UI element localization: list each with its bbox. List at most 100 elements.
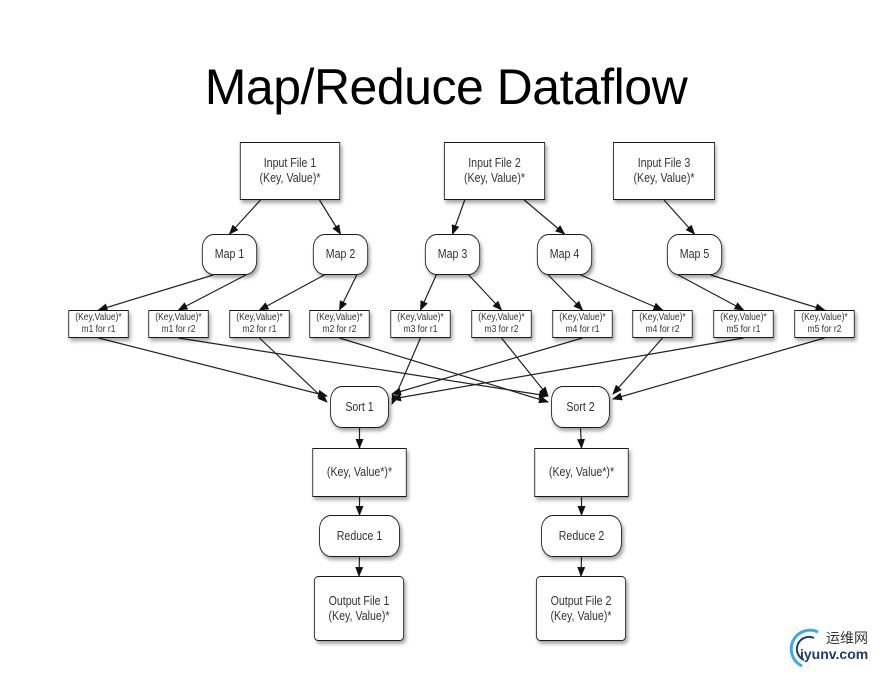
output-file-node: Output File 1 (Key, Value)* — [313, 576, 405, 641]
map-node: Map 5 — [666, 234, 723, 275]
partition-label: m4 for r2 — [645, 324, 680, 335]
map-label: Map 3 — [437, 247, 468, 261]
partition-type: (Key,Value)* — [639, 312, 686, 323]
edge-part-3-to-sort-1 — [259, 337, 328, 403]
sort-node: Sort 2 — [551, 386, 610, 428]
partition-label: m3 for r1 — [403, 324, 438, 335]
partition-type: (Key,Value)* — [720, 312, 767, 323]
sort-node: Sort 1 — [330, 386, 389, 428]
partition-label: m5 for r2 — [807, 324, 842, 335]
edge-map-3-to-part-5 — [419, 274, 437, 311]
input-file-name: Input File 3 — [637, 156, 691, 170]
grouped-node: (Key, Value*)* — [312, 448, 407, 497]
partition-label: m1 for r1 — [81, 324, 116, 335]
grouped-label: (Key, Value*)* — [326, 465, 393, 479]
input-file-type: (Key, Value)* — [463, 171, 526, 185]
edge-part-8-to-sort-2 — [612, 337, 663, 395]
map-label: Map 5 — [679, 247, 710, 261]
partition-label: m3 for r2 — [484, 324, 519, 335]
partition-node: (Key,Value)* m1 for r2 — [148, 310, 209, 338]
partition-type: (Key,Value)* — [316, 312, 363, 323]
map-label: Map 1 — [214, 247, 245, 261]
edges-layer — [97, 199, 826, 577]
edge-part-7-to-sort-1 — [391, 337, 583, 396]
edge-reduce-1-to-output-1 — [355, 556, 364, 577]
grouped-label: (Key, Value*)* — [548, 465, 615, 479]
input-file-name: Input File 1 — [263, 156, 317, 170]
edge-part-1-to-sort-1 — [98, 337, 328, 398]
output-file-type: (Key, Value)* — [550, 608, 612, 623]
edge-part-6-to-sort-2 — [501, 337, 549, 397]
map-node: Map 3 — [424, 234, 481, 275]
partition-node: (Key,Value)* m3 for r1 — [390, 310, 451, 338]
input-file-node: Input File 2 (Key, Value)* — [443, 142, 546, 200]
edge-map-2-to-part-4 — [338, 274, 358, 311]
watermark-cn: 运维网 — [826, 631, 868, 647]
sort-label: Sort 2 — [566, 399, 595, 414]
edge-map-2-to-part-3 — [258, 274, 325, 311]
partition-type: (Key,Value)* — [801, 312, 848, 323]
edge-reduce-2-to-output-2 — [577, 556, 586, 577]
edge-input-1-to-map-2 — [318, 199, 342, 235]
map-node: Map 4 — [536, 234, 593, 275]
output-file-node: Output File 2 (Key, Value)* — [535, 576, 627, 641]
edge-part-10-to-sort-2 — [612, 337, 825, 401]
partition-label: m5 for r1 — [726, 324, 761, 335]
swirl-icon — [789, 628, 819, 668]
partition-node: (Key,Value)* m5 for r1 — [713, 310, 774, 338]
partition-label: m2 for r1 — [242, 324, 277, 335]
output-file-name: Output File 1 — [328, 593, 390, 608]
partition-label: m2 for r2 — [322, 324, 357, 335]
edge-map-5-to-part-10 — [710, 274, 826, 312]
edge-sort-2-to-group-2 — [577, 427, 586, 449]
reduce-label: Reduce 1 — [336, 528, 383, 543]
partition-type: (Key,Value)* — [397, 312, 444, 323]
map-label: Map 4 — [549, 247, 580, 261]
edge-map-3-to-part-6 — [468, 274, 503, 311]
partition-label: m4 for r1 — [565, 324, 600, 335]
partition-node: (Key,Value)* m5 for r2 — [794, 310, 855, 338]
partition-label: m1 for r2 — [161, 324, 196, 335]
edge-map-1-to-part-1 — [97, 274, 214, 312]
edge-input-2-to-map-3 — [451, 199, 466, 235]
watermark-en: iyunv.com — [800, 646, 869, 662]
partition-type: (Key,Value)* — [75, 312, 122, 323]
input-file-node: Input File 1 (Key, Value)* — [239, 142, 341, 200]
sort-label: Sort 1 — [345, 399, 374, 414]
input-file-type: (Key, Value)* — [633, 171, 695, 185]
reduce-label: Reduce 2 — [558, 528, 605, 543]
partition-node: (Key,Value)* m2 for r2 — [309, 310, 370, 338]
edge-map-1-to-part-2 — [177, 274, 247, 311]
partition-node: (Key,Value)* m4 for r1 — [552, 310, 613, 338]
partition-node: (Key,Value)* m3 for r2 — [471, 310, 532, 338]
edge-map-4-to-part-8 — [580, 274, 664, 311]
slide-title: Map/Reduce Dataflow — [204, 59, 688, 115]
partition-node: (Key,Value)* m2 for r1 — [229, 310, 290, 338]
watermark-logo: 运维网 iyunv.com — [788, 626, 892, 670]
input-file-name: Input File 2 — [468, 156, 521, 170]
edge-map-4-to-part-7 — [547, 274, 584, 311]
edge-input-3-to-map-5 — [663, 199, 696, 235]
edge-part-5-to-sort-1 — [391, 337, 422, 405]
edge-input-2-to-map-4 — [523, 199, 566, 235]
partition-type: (Key,Value)* — [559, 312, 606, 323]
partition-type: (Key,Value)* — [155, 312, 202, 323]
partition-type: (Key,Value)* — [236, 312, 283, 323]
output-file-name: Output File 2 — [550, 593, 612, 608]
edge-map-5-to-part-9 — [677, 274, 745, 311]
reduce-node: Reduce 1 — [319, 515, 400, 557]
edge-part-4-to-sort-2 — [339, 337, 549, 404]
partition-type: (Key,Value)* — [478, 312, 525, 323]
reduce-node: Reduce 2 — [541, 515, 622, 557]
partition-node: (Key,Value)* m1 for r1 — [68, 310, 129, 338]
map-node: Map 1 — [201, 234, 258, 275]
input-file-node: Input File 3 (Key, Value)* — [613, 142, 715, 200]
map-label: Map 2 — [325, 247, 356, 261]
edge-part-2-to-sort-2 — [178, 337, 549, 399]
map-node: Map 2 — [312, 234, 369, 275]
output-file-type: (Key, Value)* — [328, 608, 390, 623]
edge-input-1-to-map-1 — [228, 199, 261, 235]
partition-node: (Key,Value)* m4 for r2 — [632, 310, 693, 338]
edge-part-9-to-sort-1 — [391, 337, 744, 402]
